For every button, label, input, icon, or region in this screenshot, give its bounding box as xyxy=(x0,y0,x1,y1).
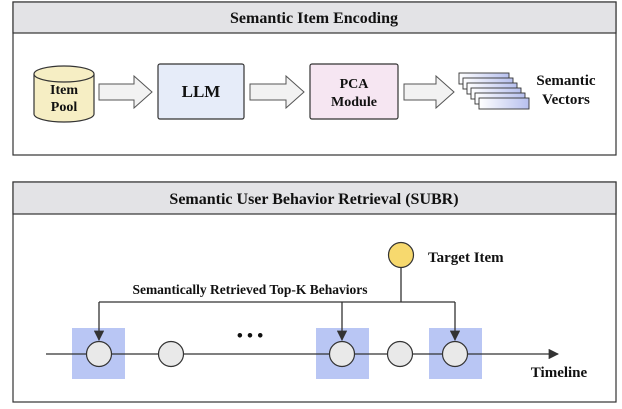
behavior-node xyxy=(441,340,469,368)
block-arrow-pca-to-vectors xyxy=(403,74,455,110)
semantic-item-encoding-panel: Semantic Item Encoding Item Pool LLM PCA… xyxy=(12,1,617,156)
pca-module-box xyxy=(309,63,399,120)
timeline-label: Timeline xyxy=(531,365,588,381)
semantic-vectors-stack xyxy=(458,72,530,110)
item-pool-label-line1: Item xyxy=(50,83,78,98)
ellipsis: • • • xyxy=(237,326,263,345)
retrieval-connectors xyxy=(93,268,461,342)
behavior-node xyxy=(386,340,414,368)
behavior-node xyxy=(157,340,185,368)
behavior-node xyxy=(85,340,113,368)
panel-header xyxy=(12,1,617,34)
retrieved-label-backing xyxy=(112,280,388,299)
llm-label: LLM xyxy=(182,82,221,101)
target-item-node xyxy=(387,241,415,269)
behavior-node xyxy=(328,340,356,368)
semantic-vectors-label-line1: Semantic xyxy=(536,73,596,89)
target-item-label: Target Item xyxy=(428,250,504,266)
llm-box xyxy=(157,63,245,120)
retrieved-behaviors-label: Semantically Retrieved Top-K Behaviors xyxy=(132,282,367,297)
item-pool-database: Item Pool xyxy=(33,65,95,123)
pca-label-line2: Module xyxy=(331,95,377,110)
panel-title: Semantic User Behavior Retrieval (SUBR) xyxy=(169,191,458,208)
panel-title: Semantic Item Encoding xyxy=(230,10,398,27)
block-arrow-llm-to-pca xyxy=(249,74,305,110)
block-arrow-pool-to-llm xyxy=(98,74,153,110)
pca-label-line1: PCA xyxy=(340,77,370,92)
item-pool-label-line2: Pool xyxy=(51,100,78,115)
panel-header xyxy=(12,181,617,215)
semantic-vectors-label-line2: Vectors xyxy=(542,92,590,108)
subr-panel: Semantic User Behavior Retrieval (SUBR) … xyxy=(12,181,617,403)
